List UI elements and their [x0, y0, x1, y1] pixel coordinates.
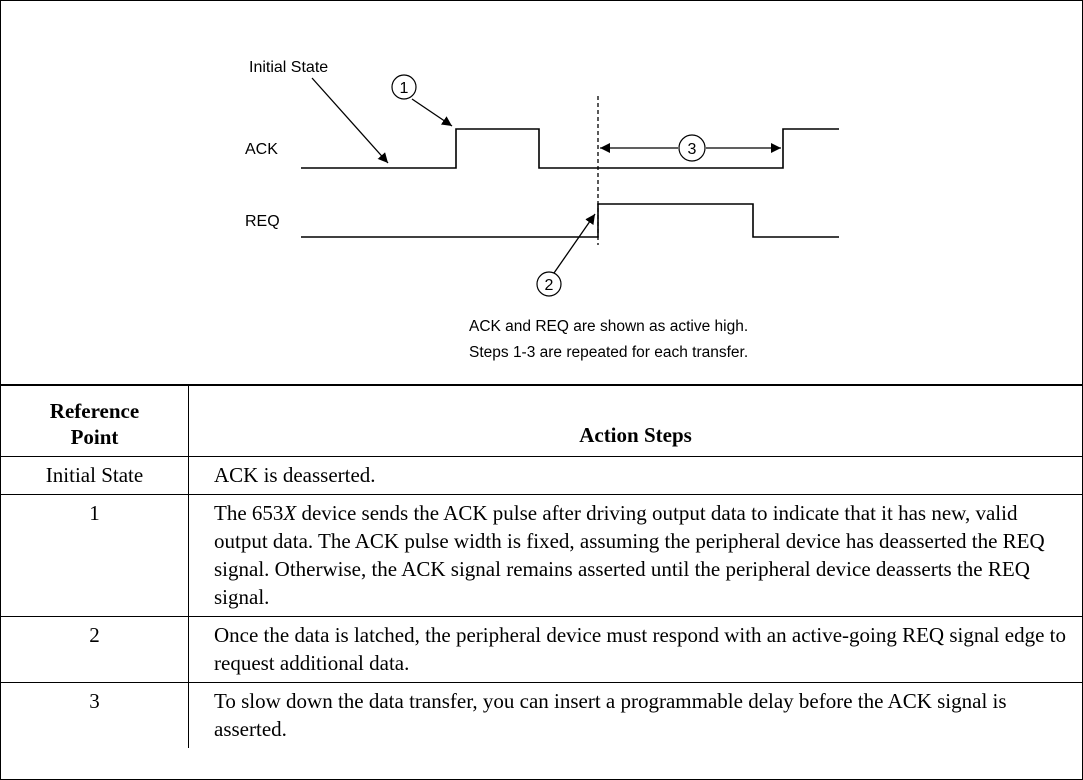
req-waveform — [301, 203, 839, 238]
marker-2-arrow — [553, 213, 596, 274]
marker-2-circle — [536, 271, 562, 297]
reference-point-header: Reference Point — [1, 384, 189, 457]
initial-state-label: Initial State — [249, 59, 328, 76]
initial-state-pointer — [311, 77, 389, 164]
row-reference-cell: 2 — [1, 616, 189, 683]
note-line-1: ACK and REQ are shown as active high. — [469, 318, 748, 335]
marker-1-arrow — [411, 98, 453, 127]
row-action-cell: To slow down the data transfer, you can … — [188, 682, 1082, 748]
action-text-italic: X — [283, 501, 297, 525]
row-reference-cell: Initial State — [1, 456, 189, 495]
marker-1-circle — [391, 74, 417, 100]
action-text-post: device sends the ACK pulse after driving… — [214, 501, 1045, 609]
row-action-cell: ACK is deasserted. — [188, 456, 1082, 495]
row-reference-cell: 1 — [1, 494, 189, 617]
table-row: 3 To slow down the data transfer, you ca… — [1, 682, 1082, 748]
marker-3-circle — [678, 134, 706, 162]
row-reference-cell: 3 — [1, 682, 189, 748]
note-line-2: Steps 1-3 are repeated for each transfer… — [469, 344, 748, 361]
row-action-cell: The 653X device sends the ACK pulse afte… — [188, 494, 1082, 617]
reference-header-line-1: Reference — [49, 399, 140, 423]
table-header-row: Reference Point Action Steps — [1, 384, 1082, 457]
marker-2-label: 2 — [545, 277, 554, 294]
action-text-pre: The 653 — [214, 501, 284, 525]
action-steps-table: Reference Point Action Steps Initial Sta… — [1, 384, 1082, 748]
ack-waveform — [301, 128, 839, 169]
marker-1-label: 1 — [400, 80, 409, 97]
row-action-cell: Once the data is latched, the peripheral… — [188, 616, 1082, 683]
timing-diagram: Initial State ACK REQ 1 3 2 ACK and REQ … — [245, 59, 839, 361]
table-row: 2 Once the data is latched, the peripher… — [1, 616, 1082, 683]
ack-label: ACK — [245, 141, 278, 158]
marker-3-label: 3 — [688, 141, 697, 158]
req-label: REQ — [245, 213, 280, 230]
reference-header-line-2: Point — [70, 425, 119, 449]
table-row: Initial State ACK is deasserted. — [1, 456, 1082, 495]
action-steps-header: Action Steps — [188, 384, 1082, 457]
table-row: 1 The 653X device sends the ACK pulse af… — [1, 494, 1082, 617]
